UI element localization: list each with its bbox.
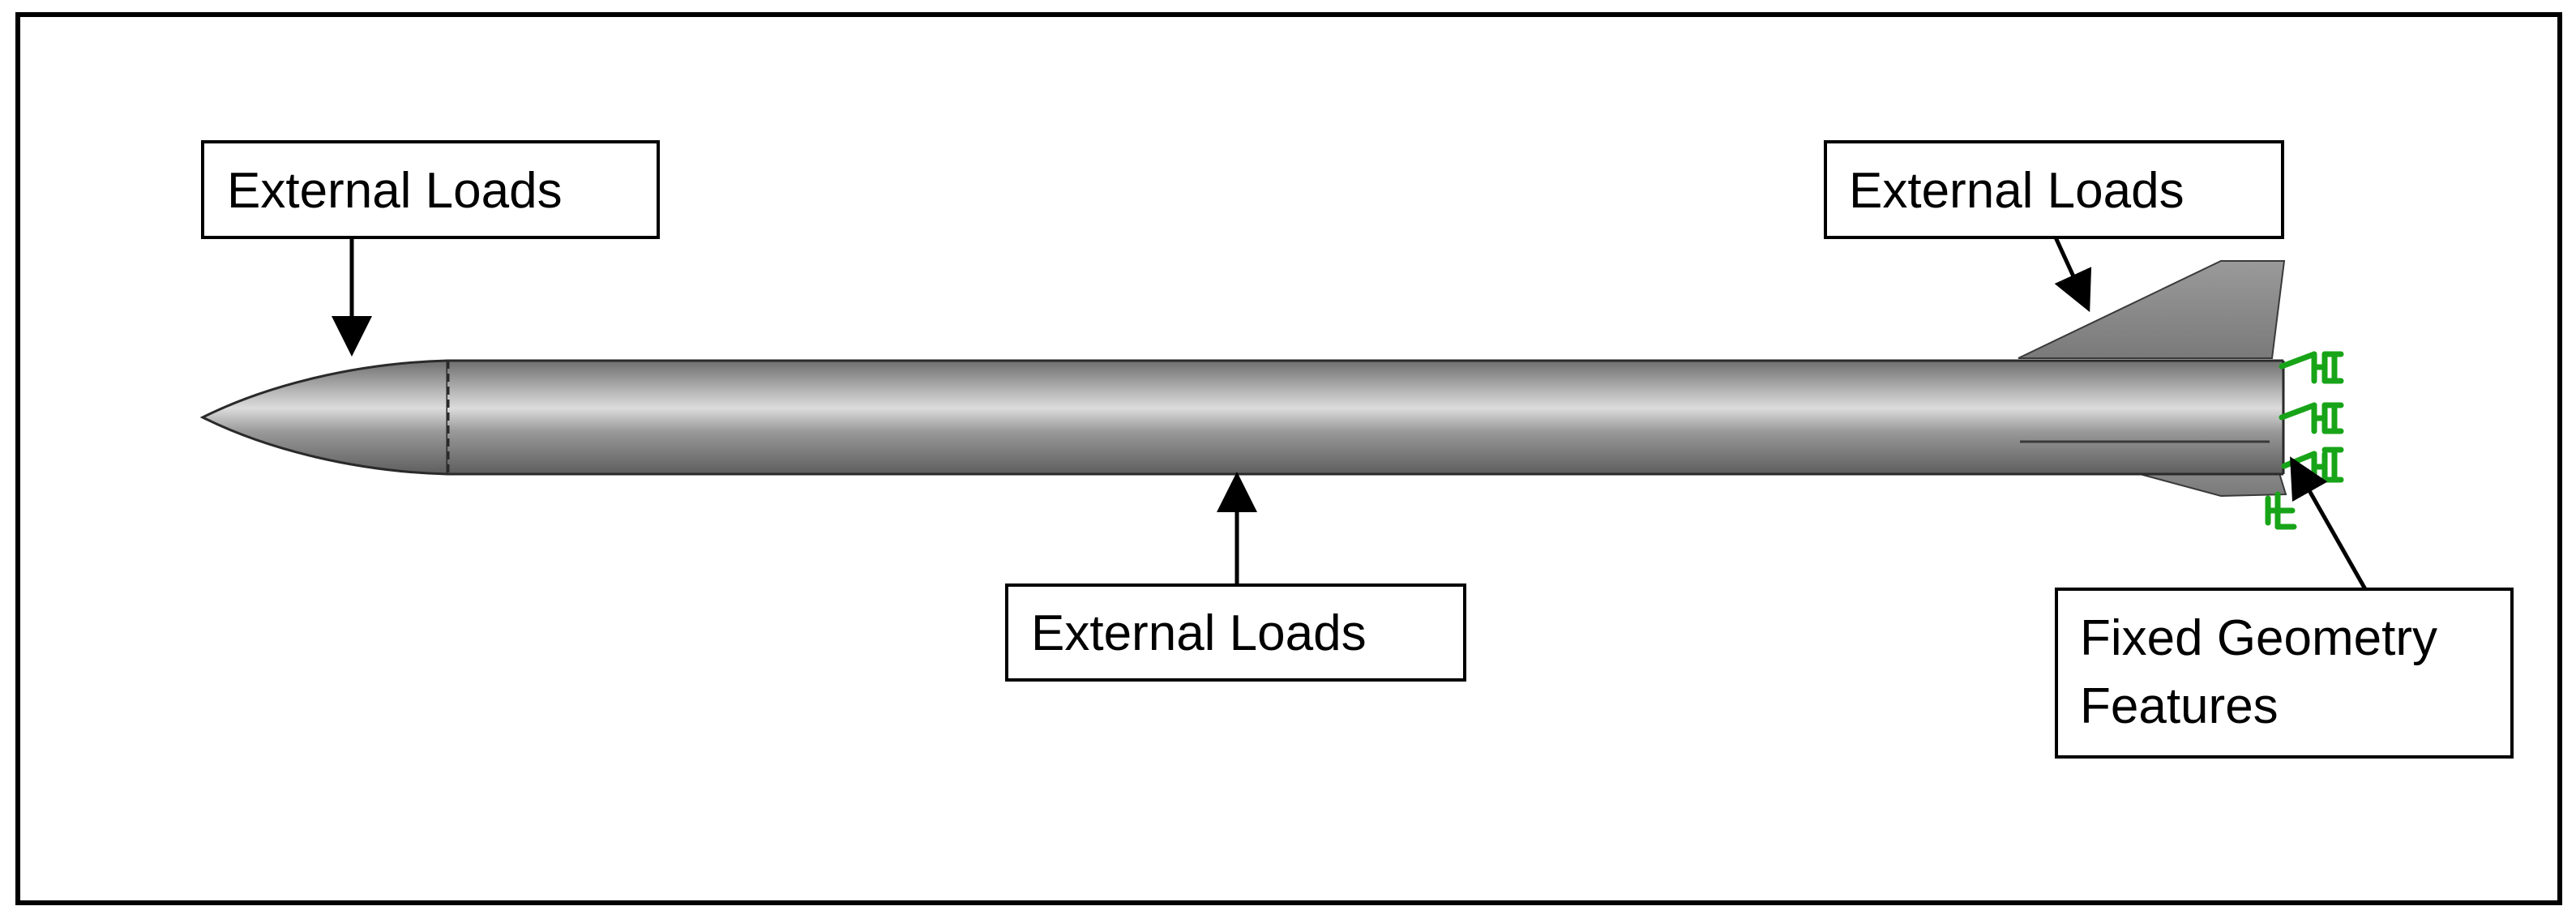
callout-nose-box <box>201 140 660 239</box>
callout-fin-arrow <box>2053 236 2092 313</box>
upper-fin <box>2018 260 2286 359</box>
callout-fixed-box <box>2055 588 2514 759</box>
callout-fixed-label-line1: Fixed Geometry <box>2080 610 2437 666</box>
body-tube <box>447 361 2283 474</box>
fixture-symbol-4 <box>2265 491 2297 530</box>
callout-body-box <box>1005 583 1466 682</box>
callout-fin-box <box>1824 140 2284 239</box>
callout-fixed-arrow <box>2290 456 2368 591</box>
callout-fin-loads: External Loads <box>1824 140 2284 313</box>
callout-body-loads: External Loads <box>1005 472 1466 682</box>
callout-fixed-geometry: Fixed Geometry Features <box>2055 456 2514 759</box>
fixture-symbol-1 <box>2279 351 2344 384</box>
callout-fixed-label-line2: Features <box>2080 678 2279 734</box>
callout-body-label: External Loads <box>1031 605 1367 661</box>
nose-cone <box>199 359 449 476</box>
outer-frame <box>15 12 2562 905</box>
fixture-symbol-2 <box>2279 402 2344 434</box>
callout-fin-label: External Loads <box>1849 163 2184 219</box>
callout-nose-loads: External Loads <box>201 140 660 357</box>
rocket <box>199 359 2285 476</box>
callout-nose-label: External Loads <box>227 163 563 219</box>
